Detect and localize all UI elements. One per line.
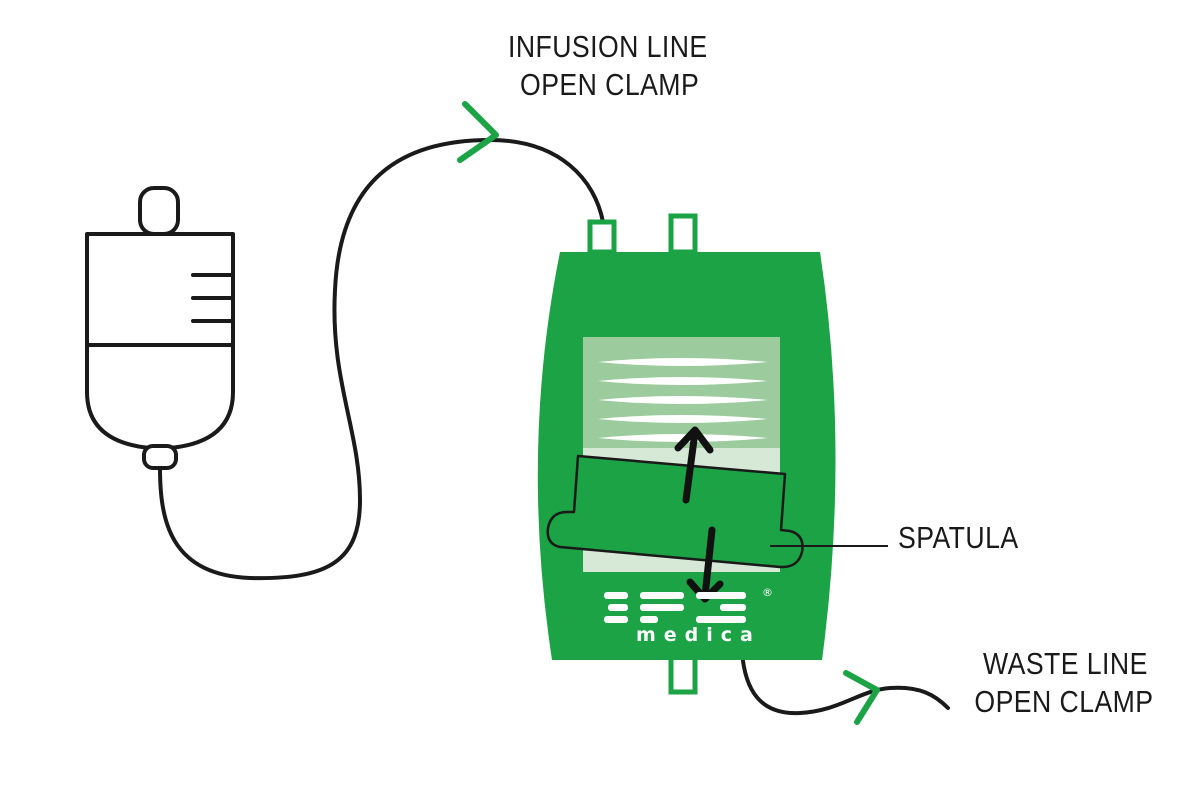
waste-tube bbox=[740, 650, 950, 716]
registered-mark: ® bbox=[762, 586, 773, 599]
infusion-line-label: INFUSION LINE OPEN CLAMP bbox=[508, 28, 708, 104]
infusion-line-label-line-1: INFUSION LINE bbox=[508, 29, 708, 64]
bag-top-port-right bbox=[668, 213, 698, 255]
waste-line-label-line-1: WASTE LINE bbox=[983, 646, 1148, 681]
brand-name: medica bbox=[636, 624, 761, 646]
infusion-line-label-line-2: OPEN CLAMP bbox=[520, 66, 700, 102]
iv-bottle-top-cap bbox=[138, 186, 180, 236]
filter-stripes bbox=[598, 358, 768, 442]
infusion-flow-arrow-icon bbox=[457, 101, 499, 163]
spatula-label-text: SPATULA bbox=[898, 520, 1019, 555]
waste-line-label: WASTE LINE OPEN CLAMP bbox=[974, 645, 1154, 721]
iv-bottle-body bbox=[85, 232, 235, 450]
waste-line-label-line-2: OPEN CLAMP bbox=[974, 683, 1154, 719]
iv-bottle bbox=[85, 186, 235, 470]
spatula bbox=[546, 454, 804, 569]
bpb-logo: ® bbox=[604, 586, 773, 623]
bag-top-port-left bbox=[587, 219, 617, 255]
iv-bottle-bottom-cap bbox=[142, 444, 178, 470]
spatula-label: SPATULA bbox=[898, 519, 1019, 557]
